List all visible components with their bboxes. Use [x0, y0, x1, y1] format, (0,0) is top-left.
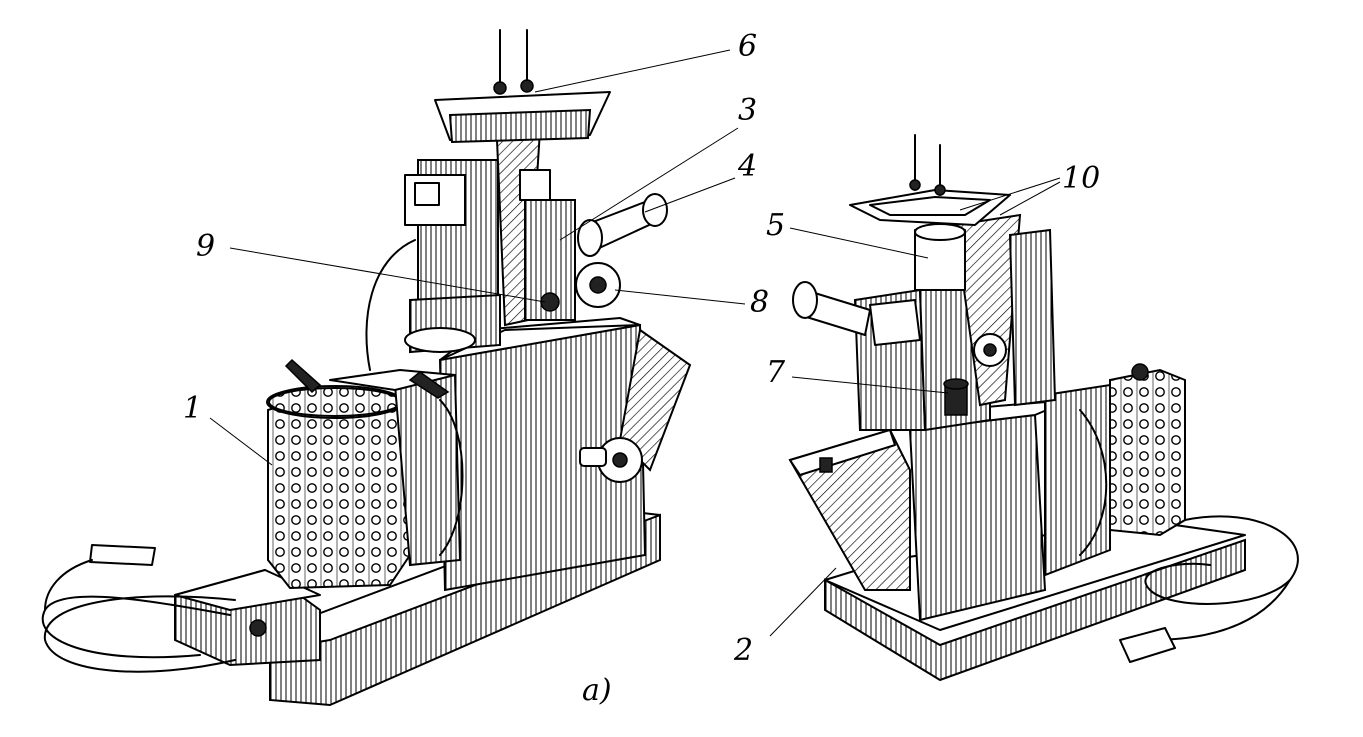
leader-5 — [789, 227, 929, 259]
leader-4 — [644, 177, 736, 213]
leader-6 — [534, 49, 731, 93]
callout-2: 2 — [733, 633, 753, 668]
right-motor — [1044, 383, 1111, 577]
left-plug-icon — [89, 544, 156, 566]
motor-arc — [439, 399, 464, 556]
left-side-cover — [618, 328, 692, 472]
small-knob-box — [519, 169, 551, 201]
post-2-nut — [520, 79, 534, 93]
tilted-door-frame — [789, 429, 896, 476]
left-machine-view — [41, 29, 692, 707]
leader-10b — [999, 181, 1061, 216]
right-machine-view — [788, 134, 1299, 682]
right-eyepiece-end — [792, 281, 818, 319]
eyepiece-box — [869, 299, 921, 346]
callout-3: 3 — [738, 93, 757, 128]
figure-caption: а) — [582, 673, 612, 708]
callout-6: 6 — [738, 29, 757, 64]
right-main-cabinet — [908, 413, 1047, 622]
right-rear-column — [1008, 228, 1057, 407]
right-focus-hub — [983, 343, 997, 357]
callout-4: 4 — [737, 149, 757, 184]
plug-cord — [44, 559, 93, 611]
drum-top-holes — [268, 387, 402, 417]
left-eyepiece-end — [642, 193, 668, 227]
right-drum — [1109, 368, 1186, 537]
callout-9: 9 — [196, 229, 215, 264]
pushbutton-top — [943, 378, 969, 390]
right-post-2-nut — [934, 184, 946, 196]
focus-wheel-hub — [589, 276, 607, 294]
leader-3 — [559, 127, 739, 241]
right-base — [824, 538, 1246, 682]
right-plug-icon — [1119, 627, 1176, 663]
callout-1: 1 — [183, 391, 202, 426]
callout-7: 7 — [766, 355, 786, 390]
post-1-nut — [493, 81, 507, 95]
indicator-dial — [414, 182, 440, 206]
right-post-1-nut — [909, 179, 921, 191]
left-eyepiece-collar — [577, 219, 603, 257]
right-cable — [1144, 515, 1299, 605]
left-pedestal-ring — [404, 327, 476, 353]
motor-handle-icon — [408, 371, 450, 399]
callout-8: 8 — [750, 285, 769, 320]
perforated-drum — [267, 388, 411, 590]
leader-lines — [209, 49, 1061, 637]
leader-8 — [614, 289, 746, 305]
door-latch — [819, 457, 833, 473]
leader-2 — [769, 567, 837, 637]
right-stage-inner — [869, 196, 991, 216]
stage-table-edge — [448, 108, 592, 144]
callout-10: 10 — [1062, 161, 1100, 196]
star-knob-icon — [579, 437, 643, 483]
leader-1 — [209, 417, 273, 466]
lever-handle-icon — [284, 358, 322, 394]
drum-handle-icon — [1131, 363, 1149, 381]
leader-7 — [791, 376, 949, 394]
adjust-knob-9 — [540, 292, 560, 312]
left-cable-outer — [43, 595, 236, 673]
leader-9 — [229, 247, 546, 303]
leader-10a — [959, 177, 1061, 211]
left-wire — [365, 239, 416, 371]
callout-5: 5 — [766, 208, 785, 243]
right-motor-arc — [1079, 409, 1108, 556]
slide-knob — [249, 619, 267, 637]
right-pedestal-top — [914, 223, 966, 241]
callout-labels: 1 2 3 4 5 6 7 8 9 10 а) — [183, 29, 1100, 708]
